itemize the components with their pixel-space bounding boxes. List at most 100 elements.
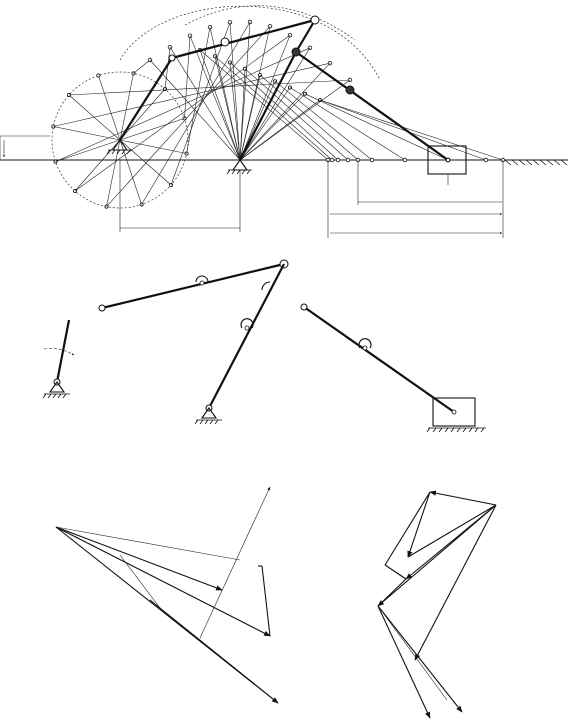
coupler-mid-joint-mark — [195, 275, 209, 283]
rocker-mid-position — [199, 49, 241, 161]
crank-spoke — [119, 73, 134, 141]
coupler-mid-joint-pin — [199, 280, 205, 286]
crank-spoke — [55, 139, 121, 162]
output-mid-joint-mark — [358, 338, 372, 349]
output-mid-joint-pin — [362, 345, 368, 351]
rod-position — [244, 68, 349, 161]
crank-point — [96, 73, 101, 78]
output-left-joint — [300, 303, 308, 311]
slider-ground — [426, 427, 486, 433]
coupler-position — [170, 22, 231, 186]
rod-position — [319, 99, 504, 161]
slider-position-point — [335, 157, 341, 163]
rod-position — [259, 74, 359, 161]
accel-vector-12 — [377, 605, 448, 701]
slider-block — [427, 145, 467, 175]
rocker-position — [239, 47, 311, 161]
rod-position — [199, 49, 329, 161]
velocity-vector-1 — [55, 526, 223, 591]
rod-position — [214, 56, 333, 161]
rocker-mid-position — [229, 62, 241, 161]
coupler-position — [186, 27, 211, 154]
velocity-vector-5 — [199, 486, 271, 639]
velocity-vector-7 — [149, 599, 279, 704]
rod-position — [319, 99, 487, 161]
rod-position — [304, 93, 449, 161]
slider-position-point — [402, 157, 408, 163]
ground-pivot-left — [106, 139, 132, 155]
velocity-vector-8 — [55, 526, 241, 561]
output-rod — [295, 51, 449, 161]
velocity-polygon — [55, 486, 279, 704]
crank-member — [55, 319, 71, 383]
rocker-position — [239, 21, 251, 161]
accel-vector-3 — [407, 504, 497, 558]
rocker-mid-position — [239, 74, 261, 161]
slider-position-point — [483, 157, 489, 163]
rocker-mid-position — [214, 56, 241, 161]
coupler-position — [55, 47, 311, 162]
rocker-mid-joint-pin — [244, 325, 250, 331]
accel-vector-11 — [377, 605, 463, 713]
rocker-position — [229, 22, 241, 161]
coupler-position — [141, 21, 251, 205]
velocity-vector-6 — [261, 565, 271, 637]
coupler-mid-joint — [220, 37, 230, 47]
coupler-link — [171, 18, 316, 60]
rocker-position — [169, 47, 241, 161]
slider-position-point — [445, 157, 451, 163]
coupler-position — [184, 35, 191, 119]
angular-velocity-arrow — [43, 347, 75, 356]
accel-vector-4 — [384, 491, 431, 566]
accel-vector-9 — [414, 504, 497, 661]
coupler-position — [53, 62, 331, 127]
coupler-path-arc — [119, 5, 381, 81]
rocker-upper-link — [295, 19, 316, 53]
velocity-vector-2 — [55, 526, 271, 637]
ground-pivot-right — [226, 159, 252, 175]
rocker-position — [209, 27, 241, 161]
accel-vector-2 — [407, 491, 431, 558]
velocity-vector-4 — [119, 554, 161, 609]
crank-spoke — [53, 126, 121, 141]
rod-position — [229, 62, 339, 161]
crank-coupler-joint — [168, 54, 176, 62]
coupler-position — [133, 59, 151, 74]
crank-link — [119, 57, 173, 141]
rocker-position — [239, 35, 291, 161]
crank-spoke — [119, 88, 166, 141]
slider-member — [432, 397, 476, 427]
crank-spoke — [68, 94, 121, 141]
accel-vector-10 — [377, 605, 431, 719]
rocker-mid-position — [239, 93, 306, 161]
acceleration-polygon — [377, 490, 497, 719]
rocker-bend-mark — [261, 281, 271, 291]
rocker-ground-pivot — [194, 404, 222, 425]
rocker-member — [208, 263, 285, 409]
rocker-path-arc — [184, 5, 356, 41]
slider-position-point — [345, 157, 351, 163]
crank-spoke — [119, 139, 142, 205]
coupler-left-joint — [98, 304, 106, 312]
coupler-end-joint — [310, 15, 320, 25]
coupler-position — [74, 34, 291, 192]
rocker-link — [239, 51, 297, 161]
mechanism-link-diagram — [42, 259, 486, 433]
rocker-position — [239, 79, 351, 161]
crank-spoke — [74, 139, 121, 192]
coupler-position — [68, 79, 351, 96]
crank-spoke — [119, 139, 187, 154]
crank-spoke — [106, 139, 121, 207]
crank-spoke — [119, 139, 172, 186]
offset-dimension — [0, 135, 50, 161]
crank-spoke — [98, 75, 121, 141]
rocker-mid-position — [239, 87, 291, 161]
rod-position — [274, 81, 373, 161]
guide-hatch — [504, 159, 568, 166]
accel-vector-7 — [377, 504, 497, 607]
accel-vector-8 — [377, 578, 407, 607]
rocker-mid-joint-mark — [240, 318, 254, 329]
rocker-mid-position — [239, 99, 321, 161]
coupler-member — [101, 262, 285, 310]
